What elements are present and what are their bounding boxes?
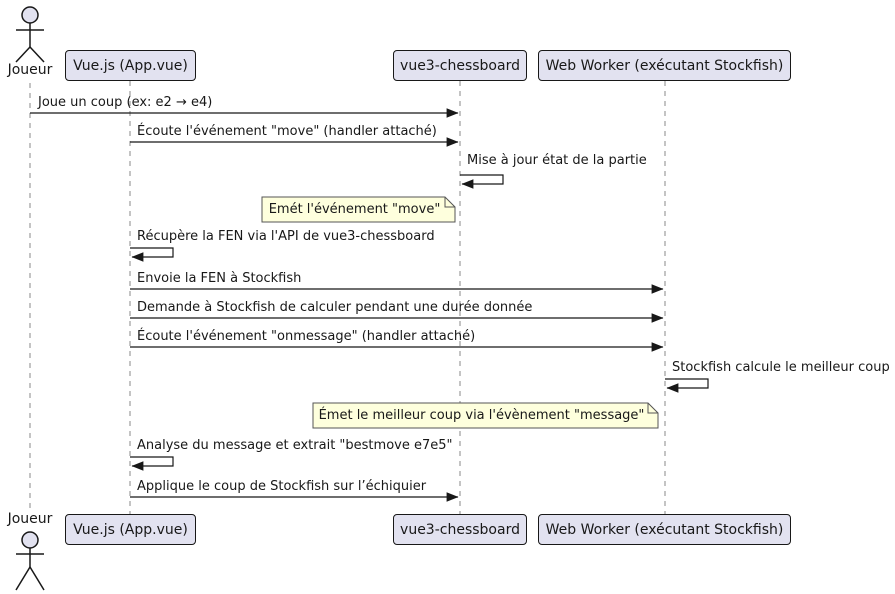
- note-shapes: [261, 196, 659, 429]
- arrow-self-recupere-fen: [130, 247, 174, 262]
- message-label-joue-un-coup: Joue un coup (ex: e2 → e4): [38, 95, 213, 110]
- message-label-demande-calcul: Demande à Stockfish de calculer pendant …: [137, 300, 533, 315]
- participant-box-webworker-top: Web Worker (exécutant Stockfish): [538, 50, 791, 81]
- note-shape-emet-move: [261, 196, 456, 223]
- note-emet-move: Emét l'événement "move": [268, 202, 441, 217]
- lifelines: [29, 81, 666, 514]
- note-fold-1: [444, 197, 455, 208]
- message-label-analyse-message: Analyse du message et extrait "bestmove …: [137, 438, 453, 453]
- actor-label-joueur-top: Joueur: [7, 62, 53, 78]
- message-label-applique-coup: Applique le coup de Stockfish sur l’échi…: [137, 479, 427, 494]
- arrow-self-analyse-message: [130, 456, 174, 471]
- message-arrows: [30, 108, 709, 502]
- note-fold-2: [647, 403, 658, 414]
- note-shape-emet-meilleur-coup: [312, 402, 659, 429]
- participant-box-chessboard-top: vue3-chessboard: [393, 50, 527, 81]
- actor-figure-bottom: [15, 531, 45, 591]
- actor-label-joueur-bottom: Joueur: [7, 511, 53, 527]
- actor-figure-top: [15, 6, 45, 63]
- message-label-envoie-fen: Envoie la FEN à Stockfish: [137, 271, 302, 286]
- note-emet-meilleur-coup: Émet le meilleur coup via l'évènement "m…: [318, 408, 645, 423]
- message-label-ecoute-move: Écoute l'événement "move" (handler attac…: [137, 124, 437, 139]
- participant-box-vuejs-bottom: Vue.js (App.vue): [65, 514, 196, 545]
- message-label-recupere-fen: Récupère la FEN via l'API de vue3-chessb…: [137, 229, 435, 244]
- message-label-mise-a-jour: Mise à jour état de la partie: [467, 153, 647, 168]
- participant-box-vuejs-top: Vue.js (App.vue): [65, 50, 196, 81]
- message-label-stockfish-calcule: Stockfish calcule le meilleur coup: [672, 360, 890, 375]
- arrow-self-stockfish-calcule: [665, 378, 709, 393]
- arrow-self-mise-a-jour: [460, 174, 504, 189]
- message-label-ecoute-onmessage: Écoute l'événement "onmessage" (handler …: [137, 329, 476, 344]
- participant-box-chessboard-bottom: vue3-chessboard: [393, 514, 527, 545]
- participant-box-webworker-bottom: Web Worker (exécutant Stockfish): [538, 514, 791, 545]
